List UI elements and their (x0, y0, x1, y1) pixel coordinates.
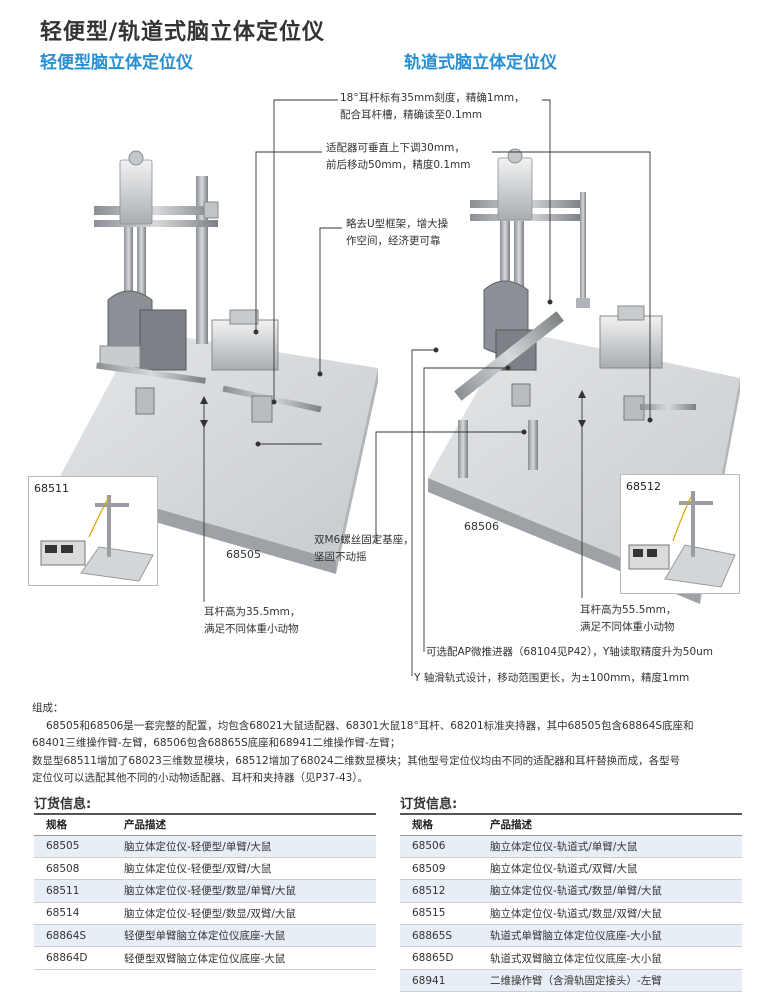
order-title-right: 订货信息: (400, 797, 458, 812)
table-header-row: 规格 产品描述 (400, 813, 742, 836)
column-header-spec: 规格 (34, 813, 122, 836)
note-m6-base: 双M6螺丝固定基座， 坚固不动摇 (314, 534, 414, 563)
notes-line-2: 68401三维操作臂-左臂，68506包含68865S底座和68941二维操作臂… (32, 737, 401, 749)
right-subtitle: 轨道式脑立体定位仪 (404, 53, 557, 73)
inset-right: 68512 (620, 474, 740, 594)
table-header-row: 规格 产品描述 (34, 813, 376, 836)
note-y-rail: Y 轴滑轨式设计，移动范围更长，为±100mm，精度1mm (414, 672, 690, 684)
left-subtitle: 轻便型脑立体定位仪 (40, 53, 193, 73)
notes-heading: 组成： (32, 702, 64, 714)
composition-notes: 组成： 68505和68506是一套完整的配置，均包含68021大鼠适配器、68… (32, 700, 744, 788)
note-right-height: 耳杆高为55.5mm， 满足不同体重小动物 (580, 604, 677, 633)
note-ear-bar: 18°耳杆标有35mm刻度，精确1mm， 配合耳杆槽，精确读至0.1mm (340, 92, 525, 121)
inset-right-image (628, 491, 736, 588)
inset-left: 68511 (28, 476, 158, 586)
inset-left-image (40, 495, 154, 582)
column-header-desc: 产品描述 (122, 813, 376, 836)
inset-left-label: 68511 (34, 482, 69, 495)
notes-line-4: 定位仪可以选配其他不同的小动物适配器、耳杆和夹持器（见P37-43）。 (32, 772, 369, 784)
note-ap-pusher: 可选配AP微推进器（68104见P42），Y轴读取精度升为50um (426, 646, 714, 658)
notes-line-1: 68505和68506是一套完整的配置，均包含68021大鼠适配器、68301大… (46, 719, 694, 732)
note-left-height: 耳杆高为35.5mm， 满足不同体重小动物 (204, 606, 301, 635)
note-adapter: 适配器可垂直上下调30mm， 前后移动50mm，精度0.1mm (326, 142, 471, 171)
model-label-right: 68506 (464, 520, 499, 533)
model-label-left: 68505 (226, 548, 261, 561)
notes-line-3: 数显型68511增加了68023三维数显模块，68512增加了68024二维数显… (32, 754, 681, 767)
leader-lines (203, 99, 651, 676)
inset-right-label: 68512 (626, 480, 661, 493)
column-header-spec: 规格 (400, 813, 488, 836)
column-header-desc: 产品描述 (488, 813, 742, 836)
note-u-frame: 略去U型框架，增大操 作空间，经济更可靠 (346, 218, 449, 247)
page-title: 轻便型/轨道式脑立体定位仪 (40, 20, 326, 45)
order-title-left: 订货信息: (34, 797, 92, 812)
left-column (196, 176, 208, 344)
